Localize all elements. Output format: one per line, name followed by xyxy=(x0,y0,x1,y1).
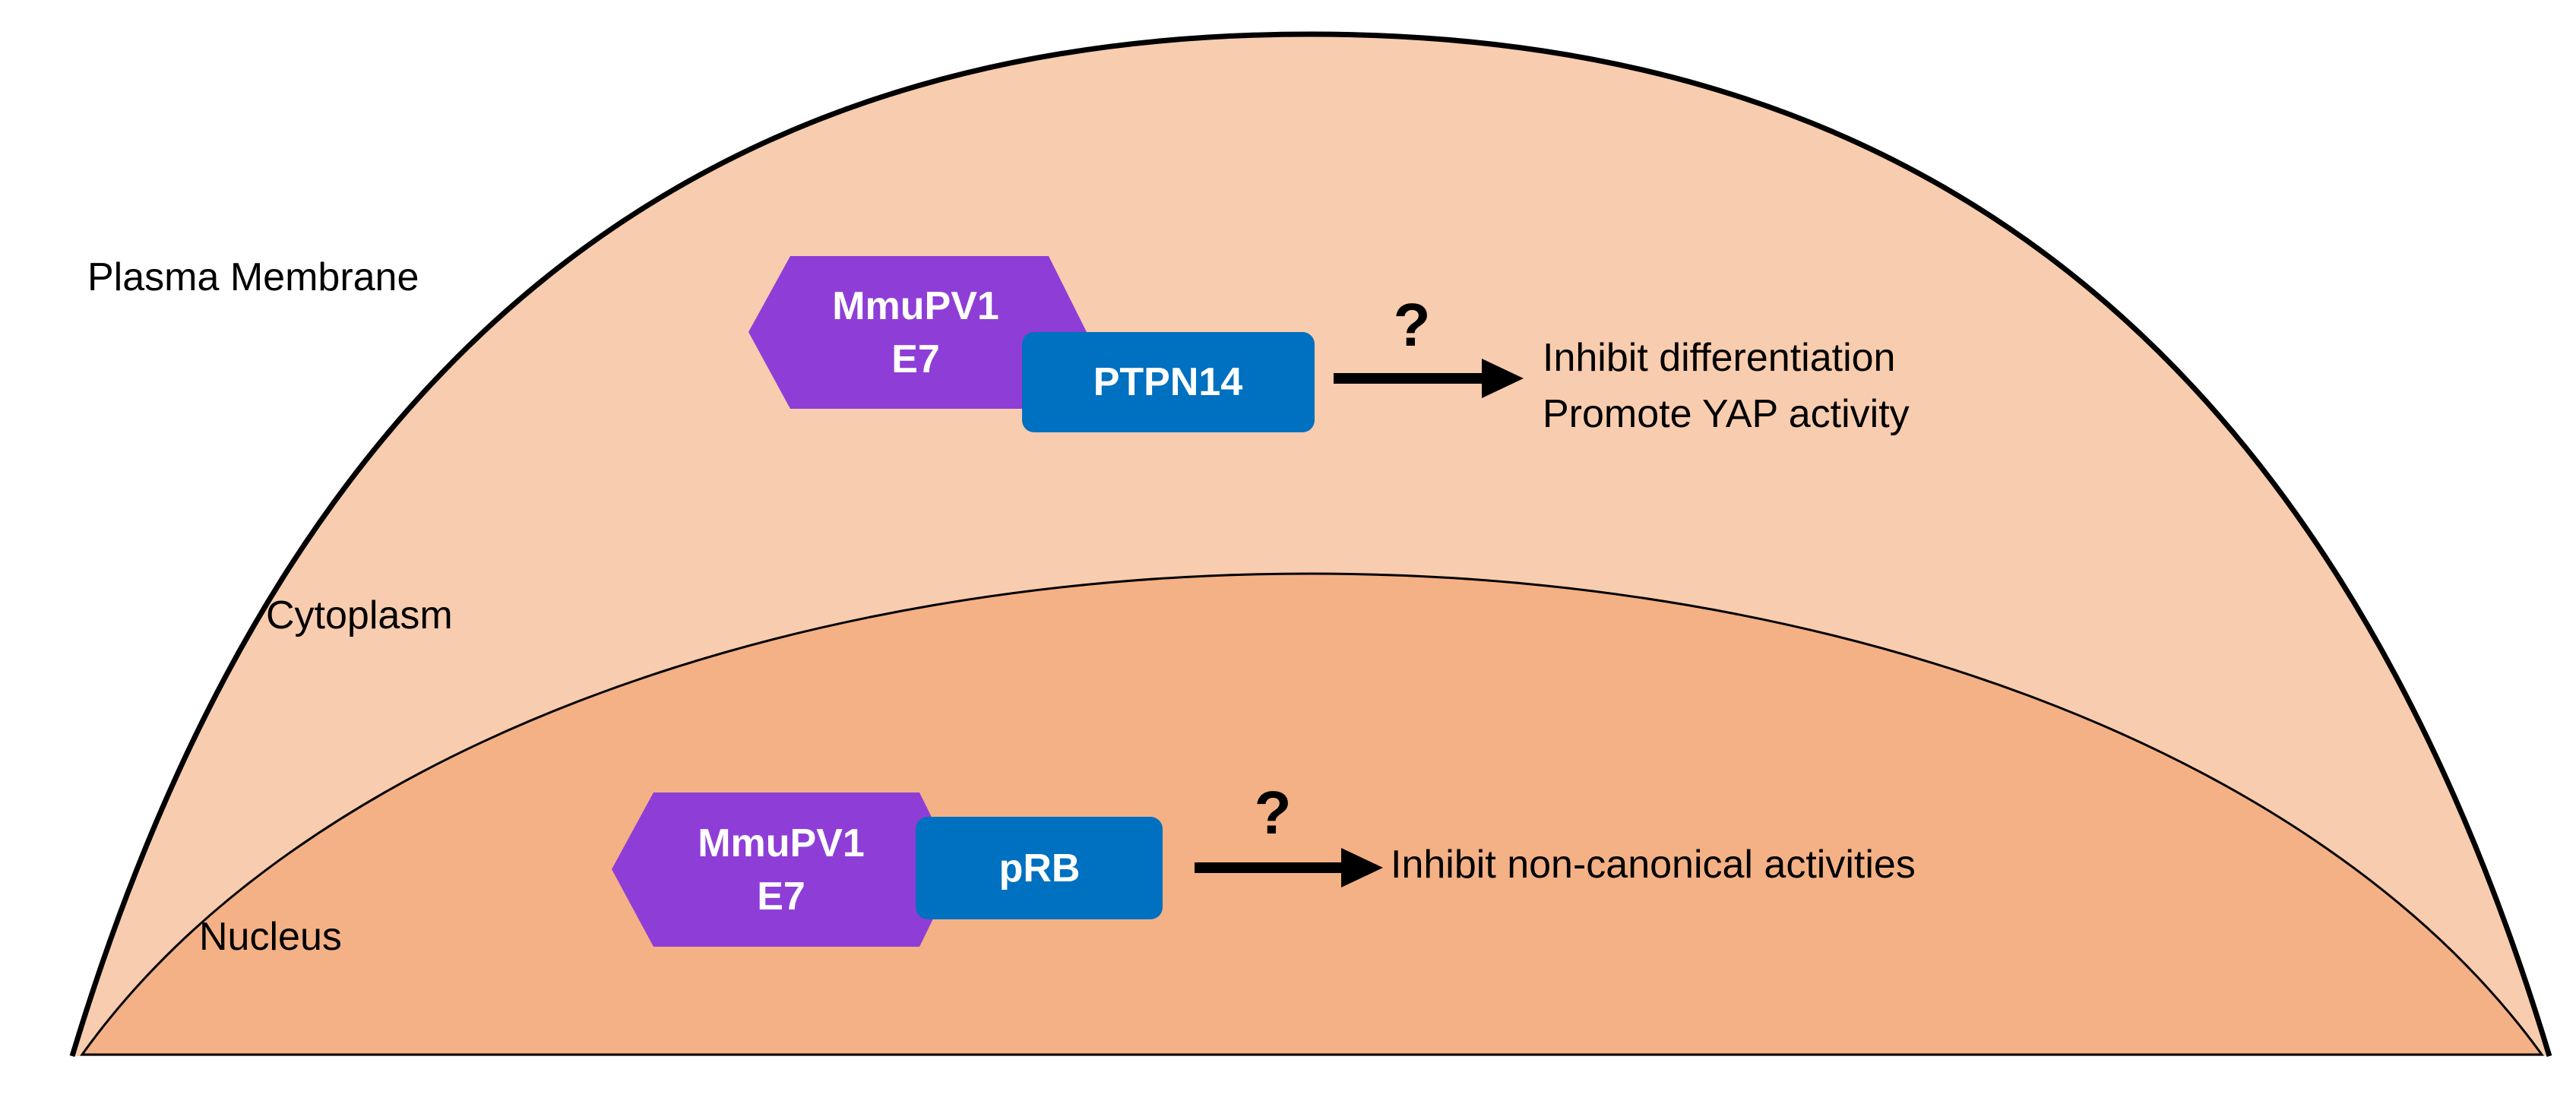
nucleus-label: Nucleus xyxy=(199,915,342,959)
nucleus-e7-label-line1: MmuPV1 xyxy=(698,821,865,865)
cytoplasm-question-mark: ? xyxy=(1394,291,1431,359)
plasma-membrane-label: Plasma Membrane xyxy=(87,255,419,299)
nucleus-question-mark: ? xyxy=(1255,779,1292,846)
ptpn14-box xyxy=(1022,332,1315,432)
cytoplasm-arrow-head xyxy=(1482,359,1524,398)
cytoplasm-outcome-line2: Promote YAP activity xyxy=(1543,392,1910,436)
plasma-membrane-outline xyxy=(69,31,2552,1058)
nucleus-e7-label-line2: E7 xyxy=(757,875,805,919)
cytoplasm-label: Cytoplasm xyxy=(266,593,453,637)
cytoplasm-outcome-line1: Inhibit differentiation xyxy=(1543,336,1895,380)
nucleus-arrow-head xyxy=(1341,848,1383,887)
cytoplasm-e7-label-line1: MmuPV1 xyxy=(832,284,999,328)
nucleus-e7-hexagon xyxy=(612,792,957,947)
cytoplasm-e7-hexagon xyxy=(748,256,1087,409)
nucleus-outcome-line1: Inhibit non-canonical activities xyxy=(1391,843,1916,887)
ptpn14-label: PTPN14 xyxy=(1093,360,1243,404)
cytoplasm-e7-label-line2: E7 xyxy=(891,337,940,381)
prb-label: pRB xyxy=(999,846,1081,890)
prb-box xyxy=(916,817,1163,919)
